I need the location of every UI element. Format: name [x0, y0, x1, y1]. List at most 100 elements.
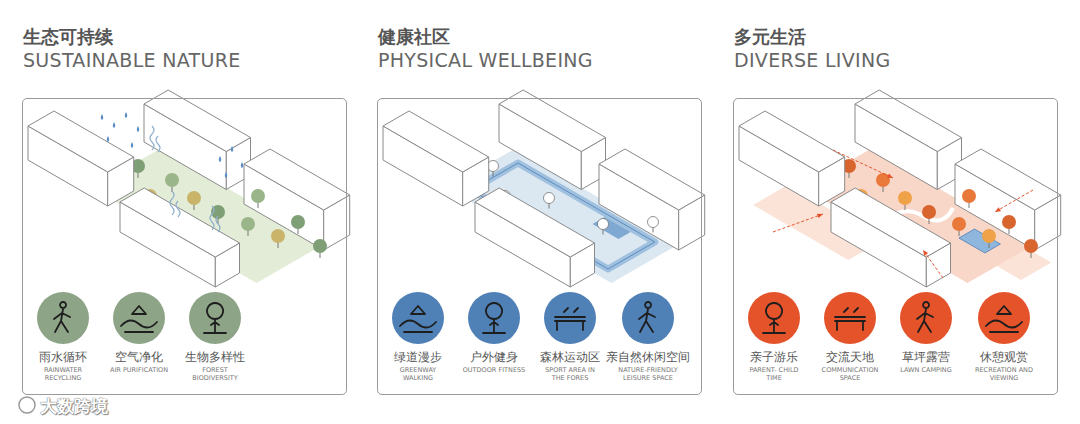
tree-crown	[544, 193, 555, 204]
rain-drop	[107, 136, 110, 142]
building-roof	[831, 188, 951, 257]
rain-drop	[125, 112, 128, 118]
label-english: RECREATION AND VIEWING	[972, 366, 1036, 382]
air-wave	[176, 201, 180, 217]
tree-crown	[251, 189, 265, 203]
building-roof	[599, 149, 705, 210]
label-chinese: 草坪露营	[878, 350, 974, 364]
rain-drop	[131, 142, 134, 148]
rain-drop	[231, 146, 234, 152]
scene-3	[739, 90, 1061, 287]
label-english: RAINWATER RECYCLING	[31, 366, 95, 382]
circle-fill	[622, 292, 674, 344]
circle-fill	[824, 292, 876, 344]
icon-circle: 绿道漫步GREENWAY WALKING	[370, 291, 466, 382]
circle-fill	[544, 292, 596, 344]
label-chinese: 休憩观赏	[956, 350, 1052, 364]
rain-drop	[113, 122, 116, 128]
tree-crown	[922, 205, 936, 219]
circle-icon	[36, 291, 90, 345]
heading-chinese: 多元生活	[734, 25, 806, 49]
flow-arrow	[833, 150, 893, 178]
tree-crown	[898, 191, 912, 205]
air-wave	[210, 206, 214, 230]
tree-crown	[165, 173, 179, 187]
flow-arrow	[923, 250, 943, 278]
tree-crown	[313, 239, 327, 253]
circle-icon	[391, 291, 445, 345]
circle-icon	[543, 291, 597, 345]
circle-fill	[468, 292, 520, 344]
circle-fill	[37, 292, 89, 344]
label-chinese: 雨水循环	[15, 350, 111, 364]
building-roof	[144, 90, 251, 152]
circle-icon	[747, 291, 801, 345]
icon-figure	[54, 302, 70, 332]
icon-circle: 森林运动区SPORT AREA IN THE FORES	[522, 291, 618, 382]
watermark: 大数跨境	[40, 395, 108, 418]
circle-fill	[900, 292, 952, 344]
rain-drop	[101, 114, 104, 120]
icon-circle: 亲自然休闲空间NATURE-FRIENDLY LEISURE SPACE	[600, 291, 696, 382]
circle-fill	[978, 292, 1030, 344]
label-english: PARENT- CHILD TIME	[742, 366, 806, 382]
label-chinese: 交流天地	[802, 350, 898, 364]
building-roof	[739, 111, 845, 172]
flow-arrow	[995, 190, 1033, 212]
tree-crown	[271, 229, 285, 243]
rain-drop	[137, 126, 140, 132]
icon-circle: 交流天地 COMMUNICATION SPACE	[802, 291, 898, 382]
scene-panel: 生态可持续SUSTAINABLE NATURE雨水循环RAINWATER REC…	[22, 98, 347, 395]
circle-icon	[112, 291, 166, 345]
icon-circle: 户外健身OUTDOOR FITNESS	[446, 291, 542, 374]
circle-icon	[621, 291, 675, 345]
label-english: AIR PURIFICATION	[107, 366, 171, 374]
building-roof	[955, 149, 1061, 210]
building-roof	[120, 188, 240, 257]
label-english: LAWN CAMPING	[894, 366, 958, 374]
icon-figure	[835, 308, 865, 330]
label-english: COMMUNICATION SPACE	[818, 366, 882, 382]
watermark-logo	[19, 397, 35, 413]
label-english: FOREST BIODIVERSITY	[183, 366, 247, 382]
tree-crown	[962, 189, 976, 203]
rain-drop	[241, 162, 244, 168]
scene-2	[383, 90, 705, 287]
circle-fill	[392, 292, 444, 344]
tree-crown	[187, 191, 201, 205]
icon-circle: 休憩观赏 RECREATION AND VIEWING	[956, 291, 1052, 382]
circle-fill	[113, 292, 165, 344]
building-roof	[855, 90, 962, 152]
circle-icon	[977, 291, 1031, 345]
icon-figure	[121, 306, 157, 332]
rain-drop	[219, 156, 222, 162]
scene-panel: 健康社区PHYSICAL WELLBEING绿道漫步GREENWAY WALKI…	[377, 98, 702, 395]
scene-panel: 多元生活DIVERSE LIVING亲子游乐PARENT- CHILD TIME…	[733, 98, 1058, 395]
icon-circle: 雨水循环 RAINWATER RECYCLING	[15, 291, 111, 382]
icon-circle: 空气净化 AIR PURIFICATION	[91, 291, 187, 374]
label-chinese: 空气净化	[91, 350, 187, 364]
flow-arrow	[773, 214, 823, 232]
icon-figure	[986, 306, 1022, 332]
tree-crown	[1024, 239, 1038, 253]
label-chinese: 亲子游乐	[726, 350, 822, 364]
label-chinese: 户外健身	[446, 350, 542, 364]
label-english: SPORT AREA IN THE FORES	[538, 366, 602, 382]
air-wave	[150, 126, 154, 150]
heading-english: SUSTAINABLE NATURE	[23, 49, 241, 71]
arrow-head	[923, 250, 928, 256]
icon-figure	[204, 303, 226, 333]
air-wave	[156, 136, 160, 152]
building-roof	[475, 188, 595, 257]
rain-drop	[225, 172, 228, 178]
icon-figure	[639, 302, 655, 332]
sport-court	[593, 217, 631, 239]
air-wave	[216, 216, 220, 232]
arrow-head	[887, 174, 893, 179]
arrow-head	[817, 214, 823, 218]
icon-figure	[763, 303, 785, 333]
circle-icon	[899, 291, 953, 345]
circle-fill	[748, 292, 800, 344]
circle-icon	[467, 291, 521, 345]
